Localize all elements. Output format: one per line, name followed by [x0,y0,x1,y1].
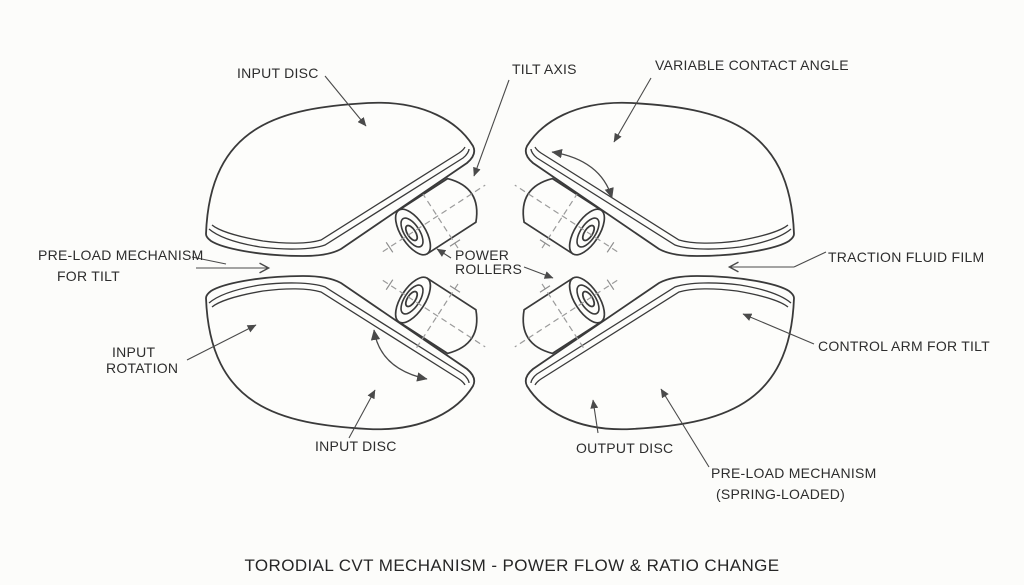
label-traction-fluid-film: TRACTION FLUID FILM [828,249,985,265]
label-output-disc: OUTPUT DISC [576,440,674,456]
label-preload-tilt-line2: FOR TILT [57,268,120,284]
leader-input-disc-bottom [348,389,376,439]
leader-traction-stub [793,251,827,268]
label-power-rollers-line2: ROLLERS [455,261,523,277]
label-tilt-axis: TILT AXIS [512,61,577,77]
label-input-disc-bottom: INPUT DISC [315,438,397,454]
label-power-rollers-line1: POWER [455,247,510,263]
leader-input-disc-top [324,75,367,127]
leader-preload-tilt-stub [191,256,227,265]
label-variable-contact-angle: VARIABLE CONTACT ANGLE [655,57,849,73]
leader-control-arm [742,313,815,345]
label-input-rotation-line1: INPUT [112,344,156,360]
diagram-title: TORODIAL CVT MECHANISM - POWER FLOW & RA… [244,556,780,575]
tilt-range-arc-icon [370,329,428,382]
leader-input-rotation [186,324,257,361]
variable-contact-angle-arc-icon [551,148,614,199]
leader-preload-spring [660,388,710,468]
leader-power-rollers-left [436,248,452,259]
label-preload-tilt-line1: PRE-LOAD MECHANISM [38,247,204,263]
leader-tilt-axis [473,79,510,177]
label-preload-spring-line2: (SPRING-LOADED) [716,486,845,502]
leader-output-disc [590,399,599,434]
label-preload-spring-line1: PRE-LOAD MECHANISM [711,465,877,481]
leader-power-rollers-right [523,266,554,279]
label-input-disc-top: INPUT DISC [237,65,319,81]
label-control-arm-for-tilt: CONTROL ARM FOR TILT [818,338,990,354]
label-input-rotation-line2: ROTATION [106,360,179,376]
leader-variable-contact-angle [613,77,652,143]
